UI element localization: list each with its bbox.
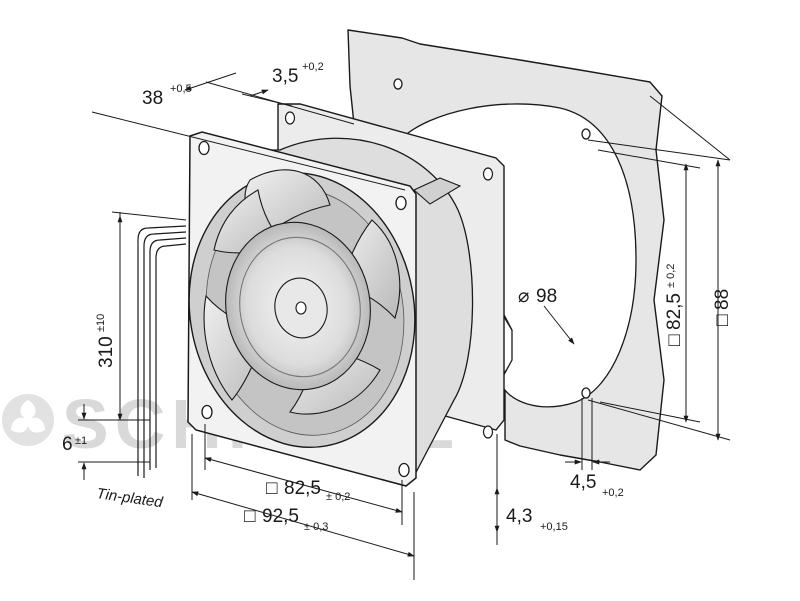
dimension-labels: 38 +0,5 3,5 +0,2 310 ±10 6 ±1 Tin-plated… bbox=[62, 61, 733, 533]
svg-text:+0,5: +0,5 bbox=[170, 83, 192, 95]
impeller bbox=[203, 169, 401, 415]
svg-text:± 0,2: ± 0,2 bbox=[665, 264, 677, 288]
dim-frame-size: □ 92,5 ± 0,3 bbox=[244, 506, 328, 533]
svg-text:□: □ bbox=[664, 334, 685, 346]
dim-diameter: ⌀ 98 bbox=[518, 286, 557, 307]
svg-text:82,5: 82,5 bbox=[664, 293, 685, 330]
svg-text:3,5: 3,5 bbox=[272, 66, 298, 87]
panel-hole-top-left bbox=[393, 78, 403, 90]
frame-hole-top-right bbox=[395, 195, 407, 211]
frame-hole-top-left bbox=[198, 140, 210, 156]
svg-text:310: 310 bbox=[96, 336, 117, 368]
dim-panel-hole-dia: 4,5 +0,2 bbox=[570, 472, 624, 499]
svg-text:+0,2: +0,2 bbox=[602, 487, 624, 499]
dim-panel-size: □ 88 bbox=[712, 289, 733, 326]
svg-text:± 0,2: ± 0,2 bbox=[326, 491, 350, 503]
svg-text:+0,15: +0,15 bbox=[540, 521, 568, 533]
svg-text:6: 6 bbox=[62, 434, 73, 455]
svg-text:□: □ bbox=[266, 478, 278, 499]
svg-text:+0,2: +0,2 bbox=[302, 61, 324, 73]
tin-plated-note: Tin-plated bbox=[95, 485, 164, 511]
dimension-lines bbox=[78, 72, 731, 580]
svg-text:38: 38 bbox=[142, 88, 163, 109]
frame-hole-bottom-left bbox=[201, 404, 213, 420]
frame-hole-bottom-right bbox=[398, 462, 410, 478]
cable-clip bbox=[412, 177, 462, 205]
svg-text:⌀: ⌀ bbox=[518, 286, 529, 307]
svg-text:98: 98 bbox=[536, 286, 557, 307]
dim-panel-hole-spacing: □ 82,5 ± 0,2 bbox=[664, 264, 685, 346]
dim-mount-hole-dia: 4,3 +0,15 bbox=[506, 506, 568, 533]
dim-flange: 3,5 +0,2 bbox=[272, 61, 324, 87]
svg-text:4,3: 4,3 bbox=[506, 506, 532, 527]
svg-text:□: □ bbox=[712, 314, 733, 326]
svg-text:± 0,3: ± 0,3 bbox=[304, 521, 328, 533]
dim-hole-spacing-bottom: □ 82,5 ± 0,2 bbox=[266, 478, 350, 503]
fan-logo-icon bbox=[2, 394, 54, 446]
svg-text:88: 88 bbox=[712, 289, 733, 310]
svg-text:4,5: 4,5 bbox=[570, 472, 596, 493]
dim-depth: 38 +0,5 bbox=[142, 83, 192, 109]
lead-wires bbox=[137, 225, 187, 478]
svg-text:±1: ±1 bbox=[75, 435, 87, 447]
panel-hole-bottom-right bbox=[581, 387, 591, 399]
dim-strip-length: 6 ±1 bbox=[62, 434, 87, 455]
svg-text:±10: ±10 bbox=[95, 314, 107, 332]
panel-hole-top-right bbox=[581, 128, 591, 140]
svg-text:82,5: 82,5 bbox=[284, 478, 321, 499]
svg-text:□: □ bbox=[244, 506, 256, 527]
dim-lead-length: 310 ±10 bbox=[95, 314, 117, 368]
svg-text:92,5: 92,5 bbox=[262, 506, 299, 527]
